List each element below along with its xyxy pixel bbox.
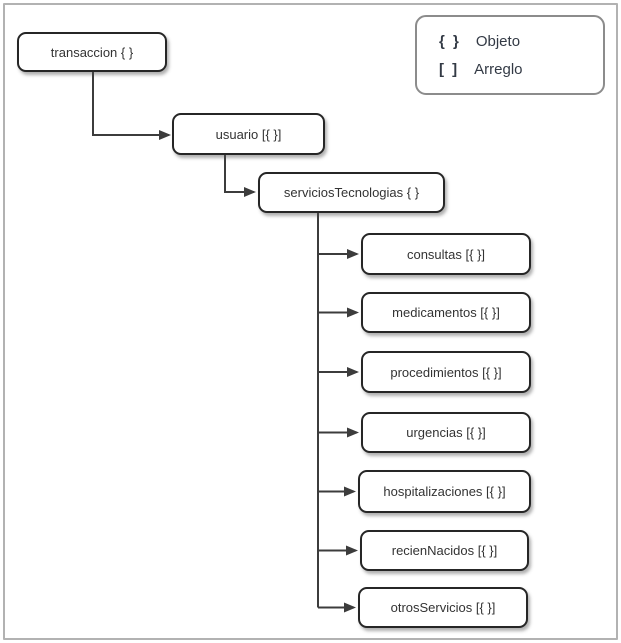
node-consultas: consultas [{ }] [361,233,531,275]
node-label: consultas [{ }] [406,246,486,262]
connector-usuario-serviciosTecnologias [224,155,256,197]
objeto-symbol: { } [439,32,461,50]
node-recienNacidos: recienNacidos [{ }] [360,530,529,571]
node-label: medicamentos [{ }] [392,305,500,320]
node-otrosServicios: otrosServicios [{ }] [358,587,528,628]
connector-transaccion-usuario [92,72,171,140]
node-label: otrosServicios [{ }] [390,600,496,615]
node-usuario: usuario [{ }] [172,113,325,155]
legend-item-label: Arreglo [474,60,523,78]
legend-item-label: Objeto [475,32,521,50]
node-hospitalizaciones: hospitalizaciones [{ }] [358,470,531,513]
node-procedimientos: procedimientos [{ }] [361,351,531,393]
node-label: usuario [{ }] [215,126,282,142]
legend-item-objeto: { } Objeto [439,33,603,50]
legend-item-arreglo: [ ] Arreglo [439,61,603,78]
node-label: hospitalizaciones [{ }] [383,484,506,499]
node-transaccion: transaccion { } [17,32,167,72]
node-label: transaccion { } [50,44,134,60]
node-label: procedimientos [{ }] [390,364,502,380]
arreglo-symbol: [ ] [439,60,460,78]
node-serviciosTecnologias: serviciosTecnologias { } [258,172,445,213]
node-medicamentos: medicamentos [{ }] [361,292,531,333]
legend: { } Objeto [ ] Arreglo [415,15,605,95]
node-label: serviciosTecnologias { } [283,185,420,200]
node-label: recienNacidos [{ }] [391,543,498,558]
node-urgencias: urgencias [{ }] [361,412,531,453]
node-label: urgencias [{ }] [406,425,486,440]
